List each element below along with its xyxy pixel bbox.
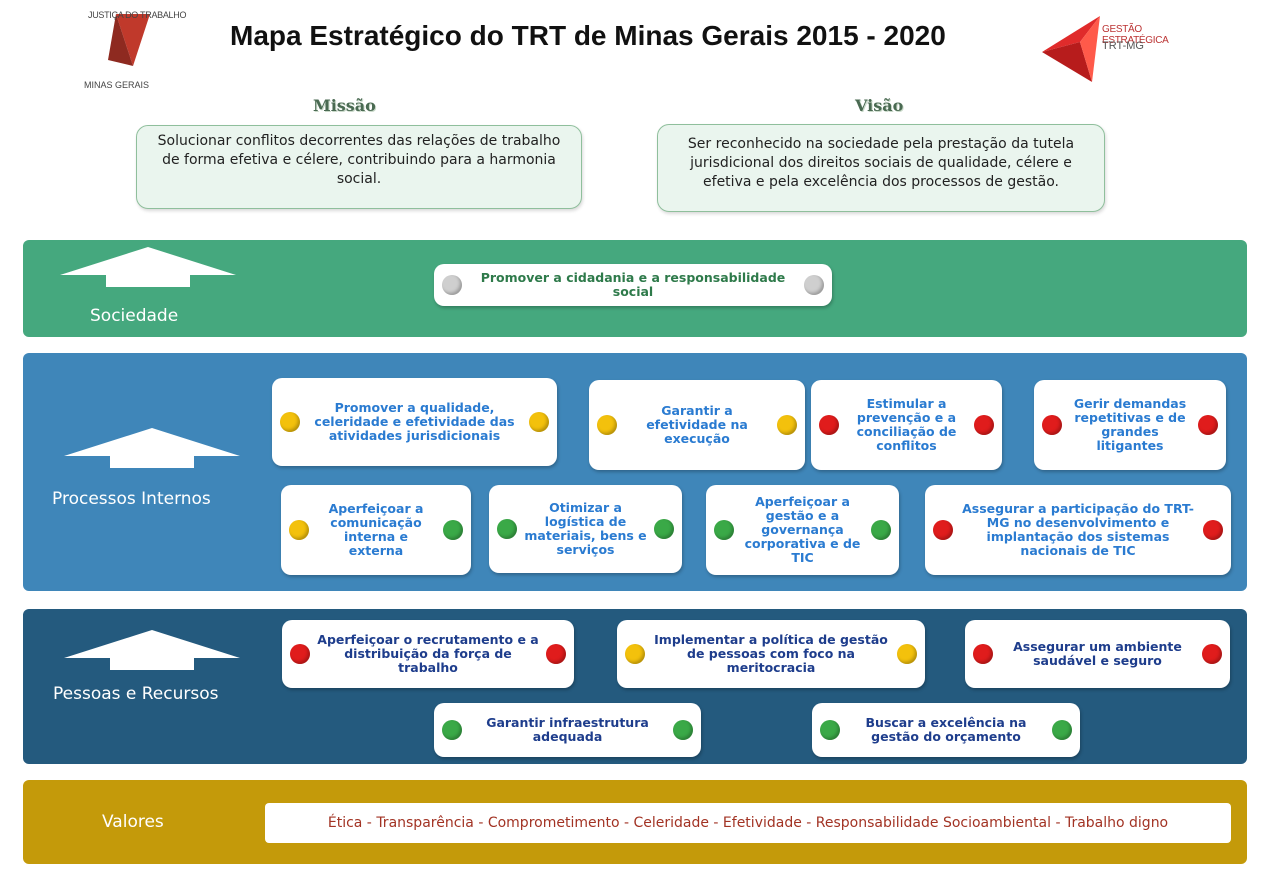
objective-card-pessoas-0[interactable]: Aperfeiçoar o recrutamento e a distribui… <box>282 620 574 688</box>
objective-card-pessoas-3[interactable]: Garantir infraestrutura adequada <box>434 703 701 757</box>
logo-right: GESTÃO ESTRATÉGICA TRT-MG <box>1040 12 1210 86</box>
objective-card-processos-7[interactable]: Assegurar a participação do TRT-MG no de… <box>925 485 1231 575</box>
objective-card-processos-1[interactable]: Garantir a efetividade na execução <box>589 380 805 470</box>
visao-title: Visão <box>855 96 904 115</box>
up-arrow-icon <box>64 428 240 468</box>
status-indicator-icon <box>1202 644 1222 664</box>
status-indicator-icon <box>819 415 839 435</box>
valores-text: Ética - Transparência - Comprometimento … <box>327 815 1169 831</box>
status-indicator-icon <box>442 720 462 740</box>
missao-box: Solucionar conflitos decorrentes das rel… <box>136 125 582 209</box>
objective-label: Promover a qualidade, celeridade e efeti… <box>314 400 515 443</box>
objective-card-processos-0[interactable]: Promover a qualidade, celeridade e efeti… <box>272 378 557 466</box>
status-indicator-icon <box>1203 520 1223 540</box>
objective-label: Buscar a excelência na gestão do orçamen… <box>865 715 1027 744</box>
status-indicator-icon <box>443 520 463 540</box>
objective-label: Implementar a política de gestão de pess… <box>654 632 888 675</box>
objective-card-processos-3[interactable]: Gerir demandas repetitivas e de grandes … <box>1034 380 1226 470</box>
status-indicator-icon <box>804 275 824 295</box>
status-indicator-icon <box>871 520 891 540</box>
objective-label: Assegurar a participação do TRT-MG no de… <box>962 501 1194 558</box>
objective-card-processos-2[interactable]: Estimular a prevenção e a conciliação de… <box>811 380 1002 470</box>
objective-card-pessoas-2[interactable]: Assegurar um ambiente saudável e seguro <box>965 620 1230 688</box>
status-indicator-icon <box>625 644 645 664</box>
status-indicator-icon <box>654 519 674 539</box>
objective-card-processos-4[interactable]: Aperfeiçoar a comunicação interna e exte… <box>281 485 471 575</box>
objective-card-processos-5[interactable]: Otimizar a logística de materiais, bens … <box>489 485 682 573</box>
status-indicator-icon <box>897 644 917 664</box>
status-indicator-icon <box>280 412 300 432</box>
visao-text: Ser reconhecido na sociedade pela presta… <box>687 136 1075 190</box>
logo-left-line1: JUSTIÇA DO TRABALHO <box>88 10 187 20</box>
status-indicator-icon <box>974 415 994 435</box>
up-arrow-icon <box>64 630 240 670</box>
status-indicator-icon <box>933 520 953 540</box>
logo-left-line2: MINAS GERAIS <box>84 80 150 90</box>
objective-card-sociedade-0[interactable]: Promover a cidadania e a responsabilidad… <box>434 264 832 306</box>
status-indicator-icon <box>973 644 993 664</box>
objective-card-pessoas-1[interactable]: Implementar a política de gestão de pess… <box>617 620 925 688</box>
sociedade-label: Sociedade <box>90 306 179 326</box>
page-title: Mapa Estratégico do TRT de Minas Gerais … <box>230 20 946 51</box>
status-indicator-icon <box>777 415 797 435</box>
objective-label: Promover a cidadania e a responsabilidad… <box>480 270 786 299</box>
status-indicator-icon <box>546 644 566 664</box>
up-arrow-icon <box>60 247 236 287</box>
objective-label: Aperfeiçoar o recrutamento e a distribui… <box>317 632 539 675</box>
status-indicator-icon <box>820 720 840 740</box>
logo-left: JUSTIÇA DO TRABALHO MINAS GERAIS <box>72 8 192 94</box>
objective-label: Garantir infraestrutura adequada <box>486 715 649 744</box>
status-indicator-icon <box>289 520 309 540</box>
objective-label: Aperfeiçoar a comunicação interna e exte… <box>328 501 424 558</box>
objective-label: Gerir demandas repetitivas e de grandes … <box>1073 396 1187 453</box>
objective-label: Aperfeiçoar a gestão e a governança corp… <box>744 494 861 565</box>
visao-box: Ser reconhecido na sociedade pela presta… <box>657 124 1105 212</box>
status-indicator-icon <box>442 275 462 295</box>
status-indicator-icon <box>1198 415 1218 435</box>
pessoas-label: Pessoas e Recursos <box>53 684 219 704</box>
status-indicator-icon <box>497 519 517 539</box>
status-indicator-icon <box>529 412 549 432</box>
valores-label: Valores <box>102 812 164 832</box>
objective-label: Estimular a prevenção e a conciliação de… <box>856 396 957 453</box>
objective-card-processos-6[interactable]: Aperfeiçoar a gestão e a governança corp… <box>706 485 899 575</box>
status-indicator-icon <box>1042 415 1062 435</box>
logo-right-line1: GESTÃO ESTRATÉGICA <box>1102 24 1169 46</box>
status-indicator-icon <box>597 415 617 435</box>
valores-box: Ética - Transparência - Comprometimento … <box>265 803 1231 843</box>
missao-text: Solucionar conflitos decorrentes das rel… <box>157 133 561 187</box>
objective-label: Otimizar a logística de materiais, bens … <box>524 500 647 557</box>
objective-label: Assegurar um ambiente saudável e seguro <box>1013 639 1182 668</box>
processos-label: Processos Internos <box>52 489 211 509</box>
status-indicator-icon <box>1052 720 1072 740</box>
objective-label: Garantir a efetividade na execução <box>646 403 748 446</box>
status-indicator-icon <box>673 720 693 740</box>
status-indicator-icon <box>714 520 734 540</box>
logo-right-line2: TRT-MG <box>1102 40 1144 52</box>
objective-card-pessoas-4[interactable]: Buscar a excelência na gestão do orçamen… <box>812 703 1080 757</box>
missao-title: Missão <box>313 96 376 115</box>
status-indicator-icon <box>290 644 310 664</box>
